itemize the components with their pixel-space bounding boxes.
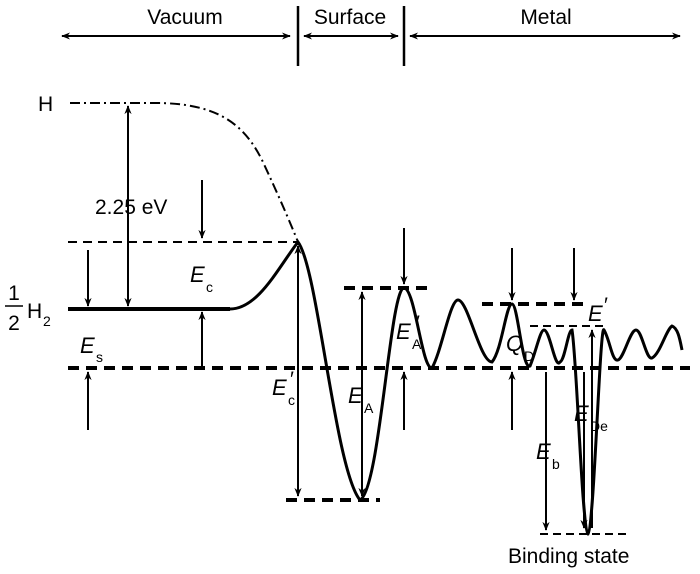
label-2-25ev: 2.25 eV: [95, 196, 167, 219]
label-ec-prime: E c ′: [272, 368, 295, 408]
label-eb: E b: [536, 439, 560, 472]
svg-text:1: 1: [8, 282, 20, 305]
svg-text:D: D: [524, 348, 534, 364]
svg-text:A: A: [412, 336, 422, 352]
svg-text:E: E: [190, 262, 205, 287]
svg-text:Q: Q: [506, 331, 523, 356]
svg-text:s: s: [96, 349, 103, 365]
svg-text:E: E: [396, 319, 411, 344]
label-es: E s: [80, 333, 103, 365]
svg-text:c: c: [288, 392, 295, 408]
region-label-metal: Metal: [520, 6, 571, 29]
label-e-prime: E ′: [588, 294, 608, 326]
svg-text:b: b: [552, 456, 560, 472]
svg-text:H: H: [27, 300, 42, 323]
svg-text:c: c: [206, 279, 213, 295]
svg-text:E: E: [348, 383, 363, 408]
region-arrows: [61, 6, 681, 66]
label-ec: E c: [190, 262, 213, 295]
svg-text:2: 2: [43, 313, 51, 329]
label-h-atom: H: [38, 93, 53, 116]
svg-text:E: E: [536, 439, 551, 464]
region-label-vacuum: Vacuum: [147, 6, 222, 29]
label-ea: E A: [348, 383, 374, 416]
label-qd: Q D: [506, 331, 534, 364]
label-ede: E De: [574, 401, 608, 434]
svg-text:E: E: [574, 401, 589, 426]
svg-text:E: E: [272, 375, 287, 400]
svg-text:′: ′: [416, 312, 420, 335]
svg-text:′: ′: [290, 368, 294, 391]
region-label-surface: Surface: [314, 6, 386, 29]
label-ea-prime: E A ′: [396, 312, 422, 352]
svg-text:De: De: [590, 418, 608, 434]
h2-potential-curve: [229, 239, 684, 536]
svg-text:2: 2: [8, 312, 20, 335]
svg-text:E: E: [588, 301, 603, 326]
label-half-h2: 1 2 H 2: [5, 282, 51, 335]
label-binding-state: Binding state: [508, 545, 629, 568]
h-atom-potential-curve: [70, 102, 299, 243]
svg-text:′: ′: [604, 294, 608, 317]
svg-text:E: E: [80, 333, 95, 358]
svg-text:A: A: [364, 400, 374, 416]
